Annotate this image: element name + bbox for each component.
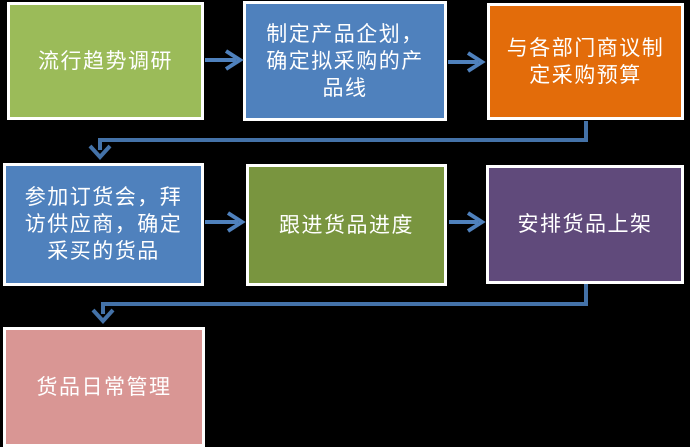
connector-elbow-down-icon-2 [91,284,588,324]
node-label: 安排货品上架 [517,212,653,236]
node-label: 制定产品企划， 确定拟采购的产 品线 [266,21,424,100]
node-follow-goods-progress: 跟进货品进度 [246,164,447,286]
connector-elbow-down-icon-1 [88,121,588,160]
node-label: 货品日常管理 [36,374,172,399]
node-label: 流行趋势调研 [38,48,173,73]
node-daily-goods-management: 货品日常管理 [3,327,205,447]
node-label: 与各部门商议制 定采购预算 [506,35,665,87]
node-trend-research: 流行趋势调研 [7,2,204,120]
arrow-right-icon-4 [449,211,486,233]
node-order-fair-suppliers: 参加订货会，拜 访供应商，确定 采买的货品 [3,163,204,286]
node-product-planning: 制定产品企划， 确定拟采购的产 品线 [243,1,447,121]
arrow-right-icon-3 [205,211,246,233]
arrow-right-icon-2 [448,51,486,73]
node-budget-discussion: 与各部门商议制 定采购预算 [487,3,684,120]
arrow-right-icon-1 [205,49,244,71]
node-label: 跟进货品进度 [279,212,414,237]
node-shelf-arrangement: 安排货品上架 [486,165,684,284]
node-label: 参加订货会，拜 访供应商，确定 采买的货品 [24,185,183,263]
